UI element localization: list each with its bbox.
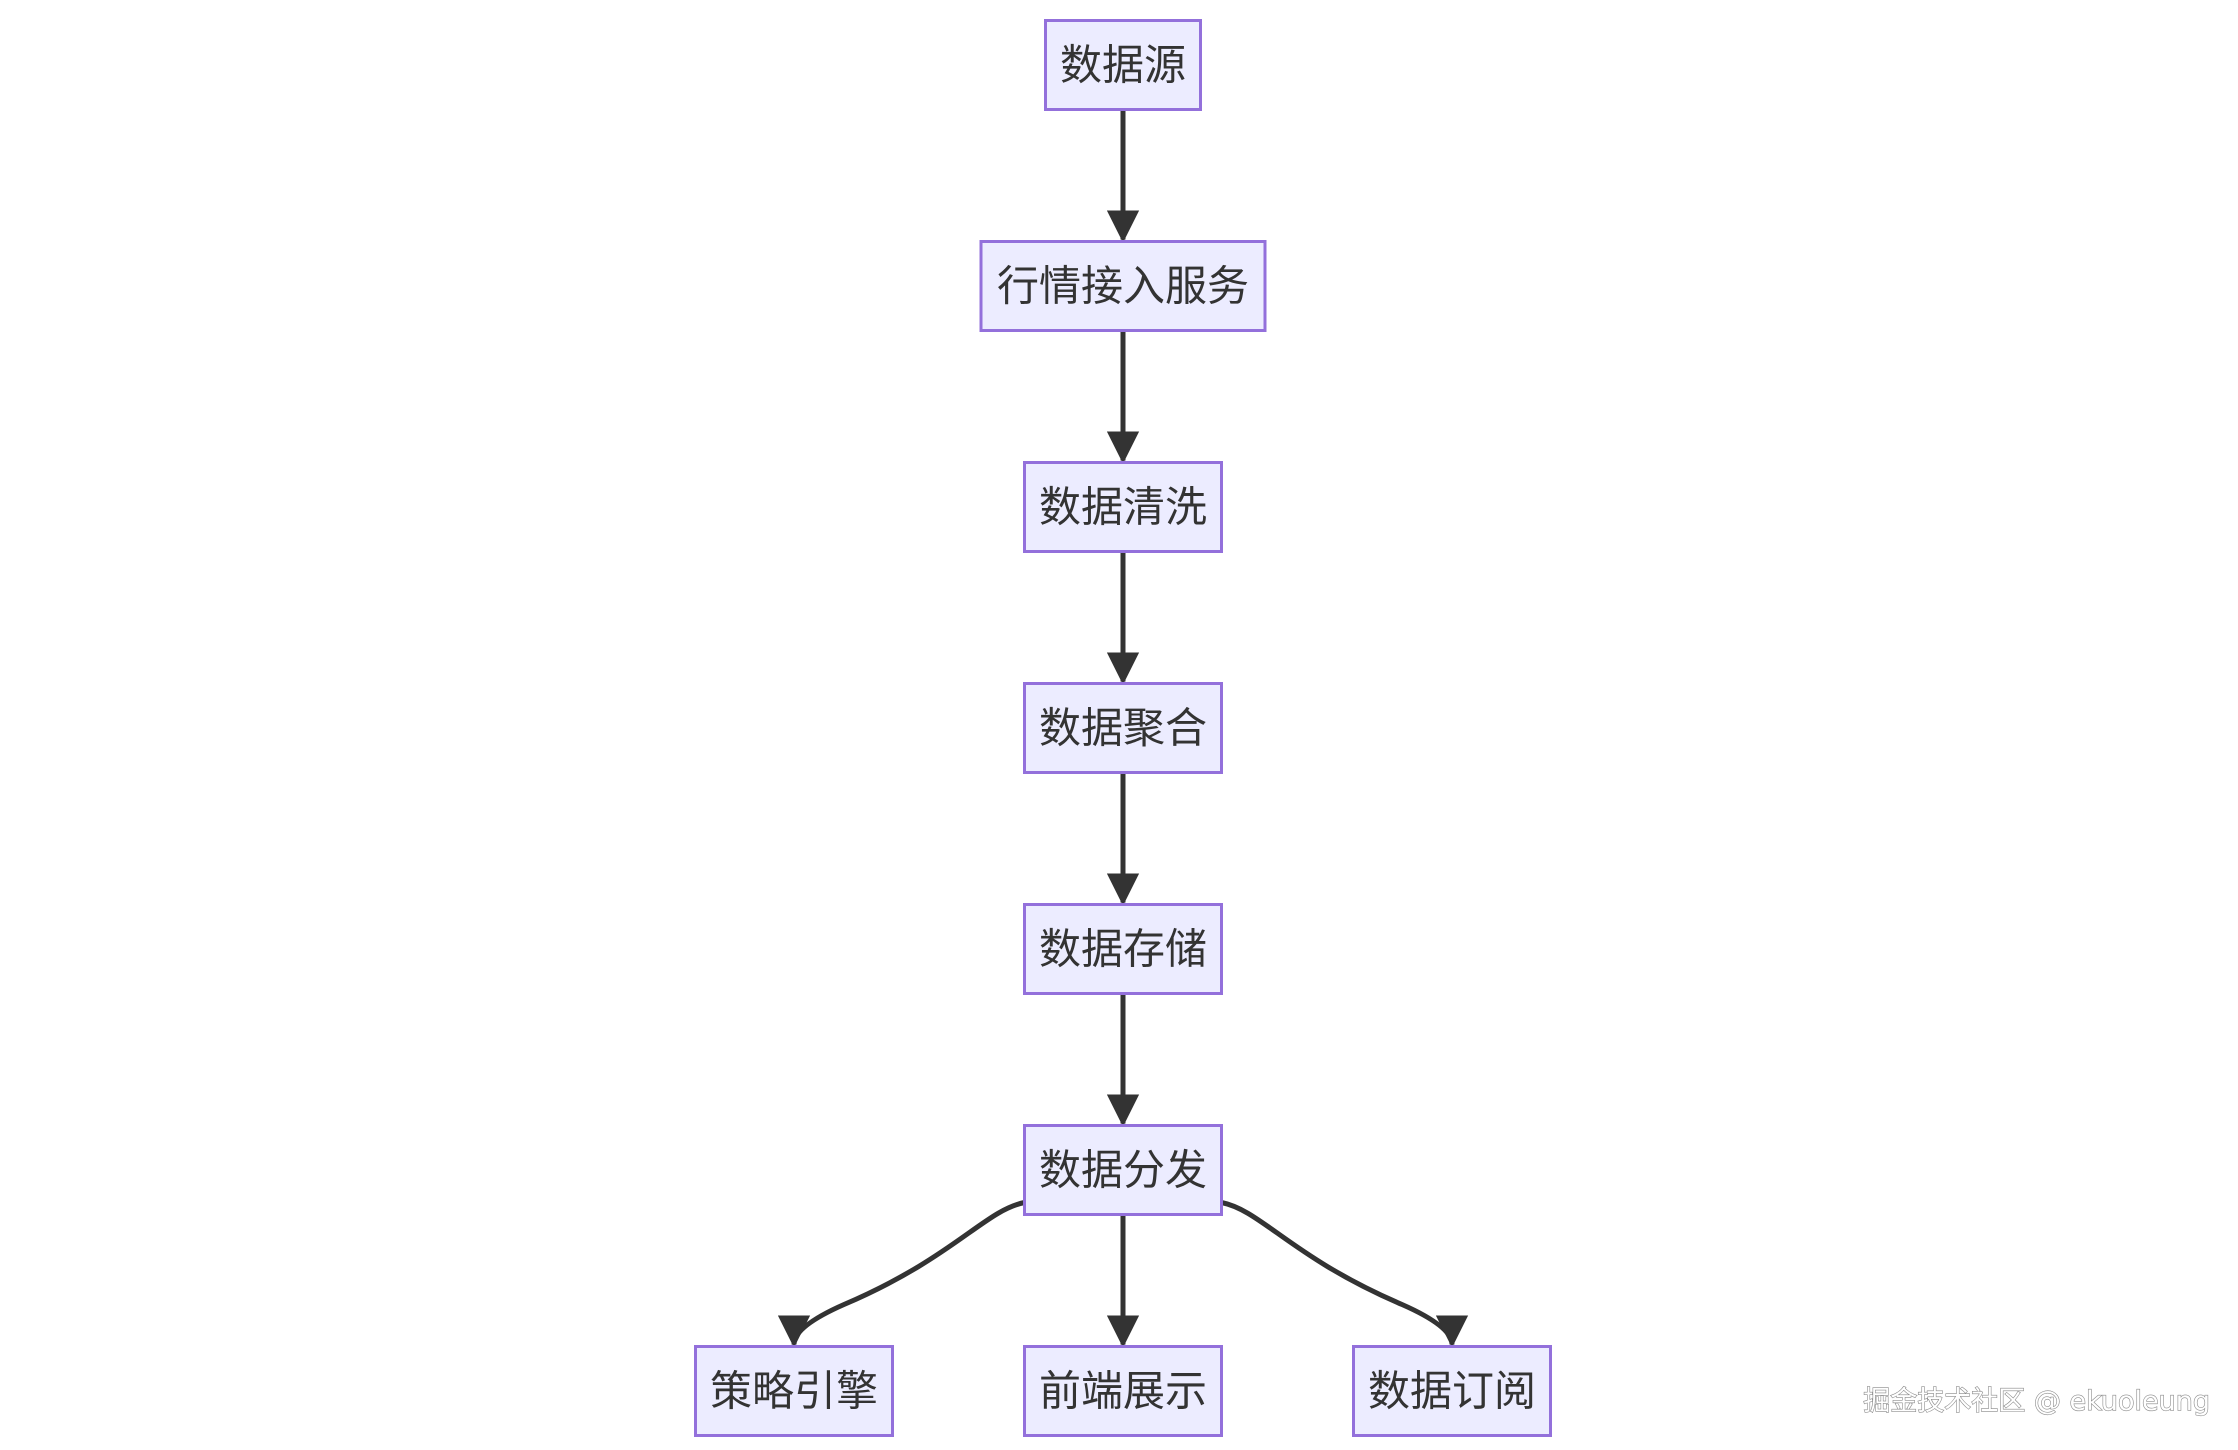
node-box (694, 1345, 894, 1437)
node-aggregate: 数据聚合 (1023, 682, 1223, 774)
node-frontend: 前端展示 (1023, 1345, 1223, 1437)
node-box (1044, 19, 1202, 111)
node-box (979, 240, 1267, 332)
edge-dispatch-to-strategy (777, 1200, 1026, 1348)
node-clean: 数据清洗 (1023, 461, 1223, 553)
node-label: 数据存储 (1039, 925, 1207, 974)
node-label: 数据订阅 (1368, 1367, 1536, 1416)
edge-dispatch-to-subscribe (1220, 1200, 1469, 1348)
node-box (1023, 682, 1223, 774)
node-label: 数据清洗 (1039, 483, 1207, 532)
node-box (1023, 461, 1223, 553)
edges-layer (777, 109, 1469, 1348)
node-label: 数据分发 (1039, 1146, 1207, 1195)
node-ingest: 行情接入服务 (979, 240, 1267, 332)
node-strategy: 策略引擎 (694, 1345, 894, 1437)
node-label: 行情接入服务 (997, 262, 1249, 311)
node-box (1023, 1124, 1223, 1216)
node-label: 数据源 (1060, 41, 1186, 90)
node-source: 数据源 (1044, 19, 1202, 111)
node-dispatch: 数据分发 (1023, 1124, 1223, 1216)
node-box (1023, 1345, 1223, 1437)
node-box (1352, 1345, 1552, 1437)
node-label: 数据聚合 (1039, 704, 1207, 753)
node-label: 策略引擎 (710, 1367, 878, 1416)
node-box (1023, 903, 1223, 995)
node-store: 数据存储 (1023, 903, 1223, 995)
watermark-text: 掘金技术社区 @ ekuoleung (1863, 1386, 2210, 1417)
node-subscribe: 数据订阅 (1352, 1345, 1552, 1437)
node-label: 前端展示 (1039, 1367, 1207, 1416)
